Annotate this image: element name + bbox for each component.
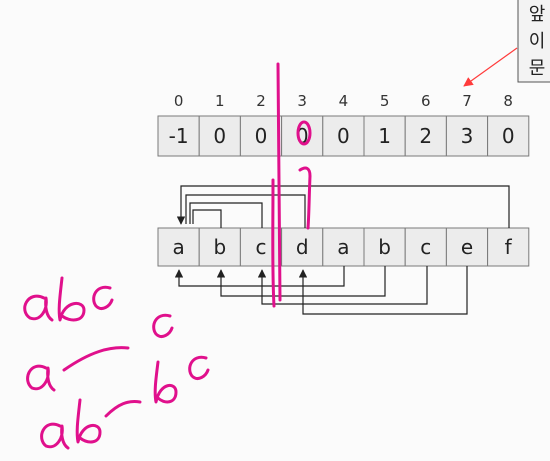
handwritten-zero [296,120,312,146]
arrow-c-to-c [257,266,428,305]
pattern-cell [322,227,365,267]
table-cell [239,115,283,157]
index-label: 1 [215,92,225,110]
hw-b3b [153,360,178,404]
hw-dash3 [104,400,142,418]
table-value: 0 [337,124,350,148]
handwritten-bracket [298,166,312,230]
hw-b1 [57,276,86,322]
pattern-cell [157,227,200,267]
table-value: 3 [461,124,474,148]
lower-arrows [174,266,468,315]
pattern-cell [487,227,530,267]
pattern-cell [239,227,283,267]
index-label: 7 [462,92,472,110]
pattern-char: d [296,235,309,259]
pattern-char: b [213,235,226,259]
hw-c3 [188,355,210,380]
upper-arrows [176,185,510,228]
table-value: 1 [378,124,391,148]
note-pointer-arrow [463,47,518,87]
pattern-cell [281,227,324,267]
index-label: 8 [503,92,513,110]
hw-a3 [40,422,70,450]
note-char: 앞 [529,4,546,25]
index-label: 6 [421,92,431,110]
table-value: 0 [255,124,268,148]
hw-c1 [92,285,114,310]
pattern-char: c [420,235,431,259]
hw-a1 [23,294,54,322]
arrow-c-to-a [189,202,263,228]
table-value: 0 [502,124,515,148]
table-cell [487,115,530,157]
hw-dash2 [62,346,130,372]
table-value: -1 [169,124,189,148]
table-cell [198,115,241,157]
table-value: 0 [213,124,226,148]
pattern-char: a [337,235,349,259]
pattern-char: e [461,235,473,259]
hw-b3 [75,398,102,444]
note-char: 이 [529,31,546,52]
pattern-cell [445,227,489,267]
table-cell [157,115,200,157]
index-label: 4 [339,92,349,110]
pattern-cell [404,227,447,267]
index-row: 0 1 2 3 4 5 6 7 8 [174,92,513,110]
index-label: 3 [297,92,307,110]
arrow-d-to-a [185,194,306,228]
pattern-char: b [378,235,391,259]
pattern-char: f [505,235,513,259]
index-label: 0 [174,92,184,110]
hw-c2 [152,313,174,338]
hw-a2 [26,364,56,392]
handwriting [23,62,312,450]
index-label: 2 [256,92,266,110]
arrow-b-to-a [192,209,222,228]
index-label: 5 [380,92,390,110]
table-value: 2 [419,124,432,148]
note-box: 앞 이 문 [517,0,550,83]
table-cell [445,115,489,157]
pattern-char: c [256,235,267,259]
arrow-f-to-a [176,185,510,228]
divider-stroke [276,62,282,302]
note-char: 문 [529,58,546,79]
pattern-char: a [172,235,184,259]
divider-stroke-2 [271,178,276,308]
arrow-e-to-d [298,266,468,315]
